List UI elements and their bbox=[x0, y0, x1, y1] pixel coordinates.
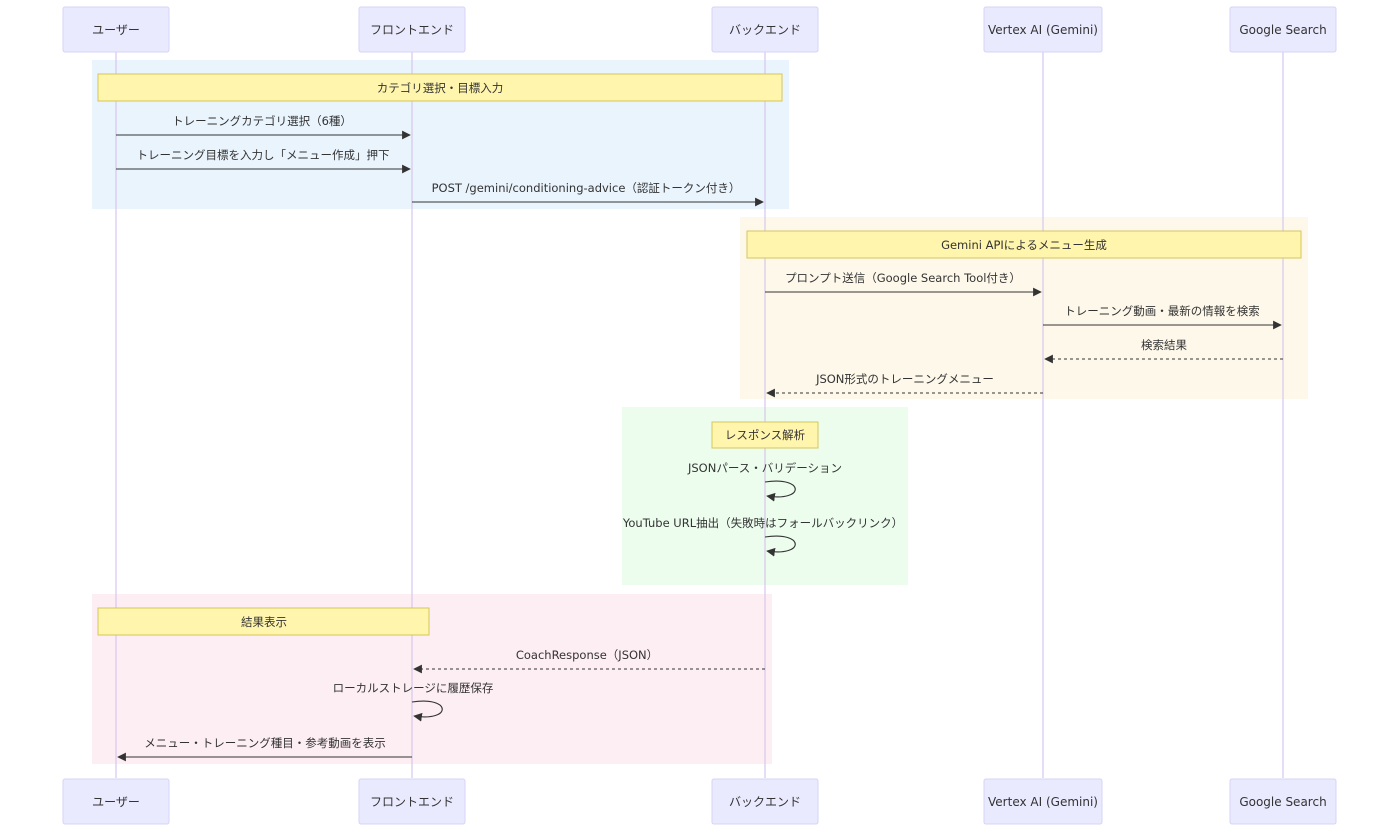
actor-label: ユーザー bbox=[92, 23, 140, 37]
message-label: 検索結果 bbox=[1141, 338, 1187, 352]
actor-label: Google Search bbox=[1239, 23, 1326, 37]
message-json-parse: JSONパース・バリデーション bbox=[687, 461, 842, 502]
message-json-menu: JSON形式のトレーニングメニュー bbox=[766, 372, 1043, 398]
message-search-result: 検索結果 bbox=[1044, 338, 1283, 364]
note-label: 結果表示 bbox=[241, 615, 287, 629]
message-search: トレーニング動画・最新の情報を検索 bbox=[1043, 304, 1282, 330]
actor-top-search: Google Search bbox=[1229, 6, 1337, 53]
message-label: YouTube URL抽出（失敗時はフォールバックリンク） bbox=[622, 516, 903, 530]
message-label: JSONパース・バリデーション bbox=[687, 461, 842, 475]
note-label: カテゴリ選択・目標入力 bbox=[377, 81, 504, 95]
message-label: ローカルストレージに履歴保存 bbox=[333, 681, 494, 695]
message-enter-goal: トレーニング目標を入力し「メニュー作成」押下 bbox=[116, 148, 411, 174]
message-label: トレーニング目標を入力し「メニュー作成」押下 bbox=[137, 148, 390, 162]
note-parse: レスポンス解析 bbox=[711, 421, 819, 449]
actor-label: バックエンド bbox=[729, 795, 801, 809]
actor-label: フロントエンド bbox=[370, 795, 454, 809]
message-coach-response: CoachResponse（JSON） bbox=[413, 648, 765, 674]
actor-bottom-backend: バックエンド bbox=[711, 778, 819, 825]
actor-bottom-frontend: フロントエンド bbox=[358, 778, 466, 825]
message-label: プロンプト送信（Google Search Tool付き） bbox=[785, 271, 1021, 285]
actor-top-frontend: フロントエンド bbox=[358, 6, 466, 53]
actor-label: ユーザー bbox=[92, 795, 140, 809]
message-label: JSON形式のトレーニングメニュー bbox=[815, 372, 994, 386]
actor-bottom-vertex: Vertex AI (Gemini) bbox=[983, 778, 1103, 825]
message-label: CoachResponse（JSON） bbox=[516, 648, 658, 662]
message-label: トレーニング動画・最新の情報を検索 bbox=[1064, 304, 1260, 318]
actor-top-vertex: Vertex AI (Gemini) bbox=[983, 6, 1103, 53]
note-result: 結果表示 bbox=[97, 607, 430, 636]
actor-top-user: ユーザー bbox=[62, 6, 170, 53]
actor-label: Google Search bbox=[1239, 795, 1326, 809]
message-post-request: POST /gemini/conditioning-advice（認証トークン付… bbox=[412, 181, 764, 207]
actor-label: Vertex AI (Gemini) bbox=[988, 23, 1098, 37]
actor-bottom-search: Google Search bbox=[1229, 778, 1337, 825]
note-input: カテゴリ選択・目標入力 bbox=[97, 73, 783, 102]
message-label: トレーニングカテゴリ選択（6種） bbox=[172, 114, 352, 128]
message-select-category: トレーニングカテゴリ選択（6種） bbox=[116, 114, 411, 140]
message-save-history: ローカルストレージに履歴保存 bbox=[333, 681, 494, 722]
actor-top-backend: バックエンド bbox=[711, 6, 819, 53]
actor-label: バックエンド bbox=[729, 23, 801, 37]
message-send-prompt: プロンプト送信（Google Search Tool付き） bbox=[765, 271, 1042, 297]
message-label: メニュー・トレーニング種目・参考動画を表示 bbox=[144, 736, 386, 750]
message-label: POST /gemini/conditioning-advice（認証トークン付… bbox=[432, 181, 741, 195]
actor-label: Vertex AI (Gemini) bbox=[988, 795, 1098, 809]
actor-label: フロントエンド bbox=[370, 23, 454, 37]
note-generation: Gemini APIによるメニュー生成 bbox=[746, 230, 1302, 259]
actor-bottom-user: ユーザー bbox=[62, 778, 170, 825]
message-youtube-extract: YouTube URL抽出（失敗時はフォールバックリンク） bbox=[622, 516, 903, 557]
message-display-menu: メニュー・トレーニング種目・参考動画を表示 bbox=[117, 736, 412, 762]
note-label: レスポンス解析 bbox=[725, 428, 805, 442]
note-label: Gemini APIによるメニュー生成 bbox=[941, 238, 1107, 252]
